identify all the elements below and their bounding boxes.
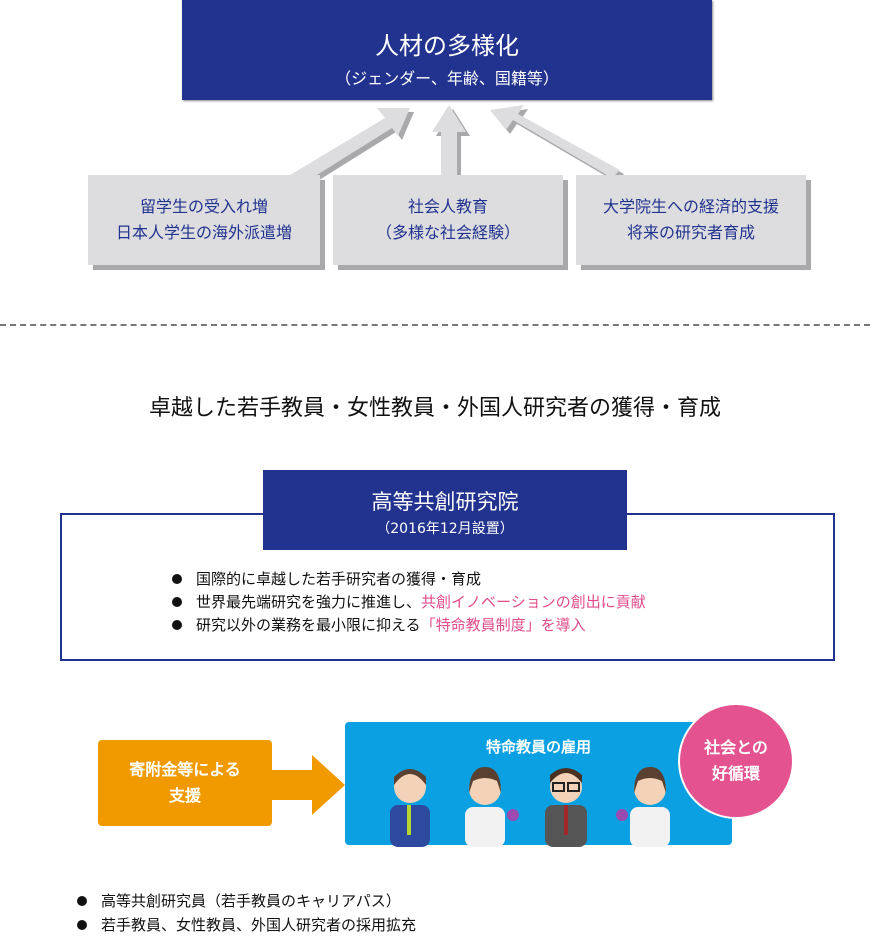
arrows [285,105,624,192]
bullet-item: 国際的に卓越した若手研究者の獲得・育成 [172,568,481,589]
up-arrow-icons [285,105,620,188]
institute-title: 高等共創研究院 [371,490,519,514]
box-line: 留学生の受入れ増 [139,197,268,216]
box-line: （多様な社会経験） [375,223,520,242]
divider [0,324,870,326]
bullet-highlight: 「特命教員制度」を導入 [420,616,586,634]
employment-title: 特命教員の雇用 [485,738,591,756]
bullet-text: 国際的に卓越した若手研究者の獲得・育成 [196,570,482,588]
bullet-icon [172,597,182,607]
bullet-text: 研究以外の業務を最小限に抑える [196,616,421,634]
institute-subtitle: （2016年12月設置） [376,521,514,537]
bullet-icon [172,574,182,584]
bullet-text: 若手教員、女性教員、外国人研究者の採用拡充 [101,916,417,934]
box-line: 将来の研究者育成 [626,223,755,242]
box-line: 日本人学生の海外派遣増 [115,223,292,242]
box-grad-support: 大学院生への経済的支援 将来の研究者育成 [576,175,806,265]
box-line: 社会人教育 [407,197,488,216]
diversity-title: 人材の多様化 [375,32,519,60]
bullet-text: 高等共創研究員（若手教員のキャリアパス） [101,892,401,910]
diversity-box: 人材の多様化 （ジェンダー、年齢、国籍等） [182,0,712,100]
section-heading: 卓越した若手教員・女性教員・外国人研究者の獲得・育成 [148,396,721,421]
bottom-bullet: 高等共創研究員（若手教員のキャリアパス） [77,890,401,911]
person-icon [390,769,430,847]
person-icon [616,767,670,847]
support-line: 寄附金等による [129,760,241,779]
support-line: 支援 [168,786,201,805]
bottom-bullet: 若手教員、女性教員、外国人研究者の採用拡充 [77,914,416,935]
cycle-line: 社会との [704,738,768,757]
bullet-icon [77,896,87,906]
donation-support-box: 寄附金等による 支援 [98,740,272,826]
box-adult-education: 社会人教育 （多様な社会経験） [333,175,563,265]
person-icon [465,767,519,847]
social-cycle-badge: 社会との 好循環 [678,703,794,819]
cycle-line: 好循環 [711,764,760,783]
bullet-highlight: 共創イノベーションの創出に貢献 [421,593,646,611]
bullet-icon [77,920,87,930]
bullet-item: 世界最先端研究を強力に推進し、共創イノベーションの創出に貢献 [172,591,646,612]
faculty-illustration [390,767,670,847]
box-line: 大学院生への経済的支援 [602,197,779,216]
diversity-subtitle: （ジェンダー、年齢、国籍等） [335,69,559,88]
bullet-icon [172,620,182,630]
right-arrow-icon [270,755,345,815]
bullet-item: 研究以外の業務を最小限に抑える「特命教員制度」を導入 [172,614,586,635]
person-icon [545,768,587,847]
box-international: 留学生の受入れ増 日本人学生の海外派遣増 [88,175,320,265]
institute-title-box: 高等共創研究院 （2016年12月設置） [263,470,627,550]
bullet-text: 世界最先端研究を強力に推進し、 [196,593,422,611]
employment-box: 特命教員の雇用 [345,722,732,847]
